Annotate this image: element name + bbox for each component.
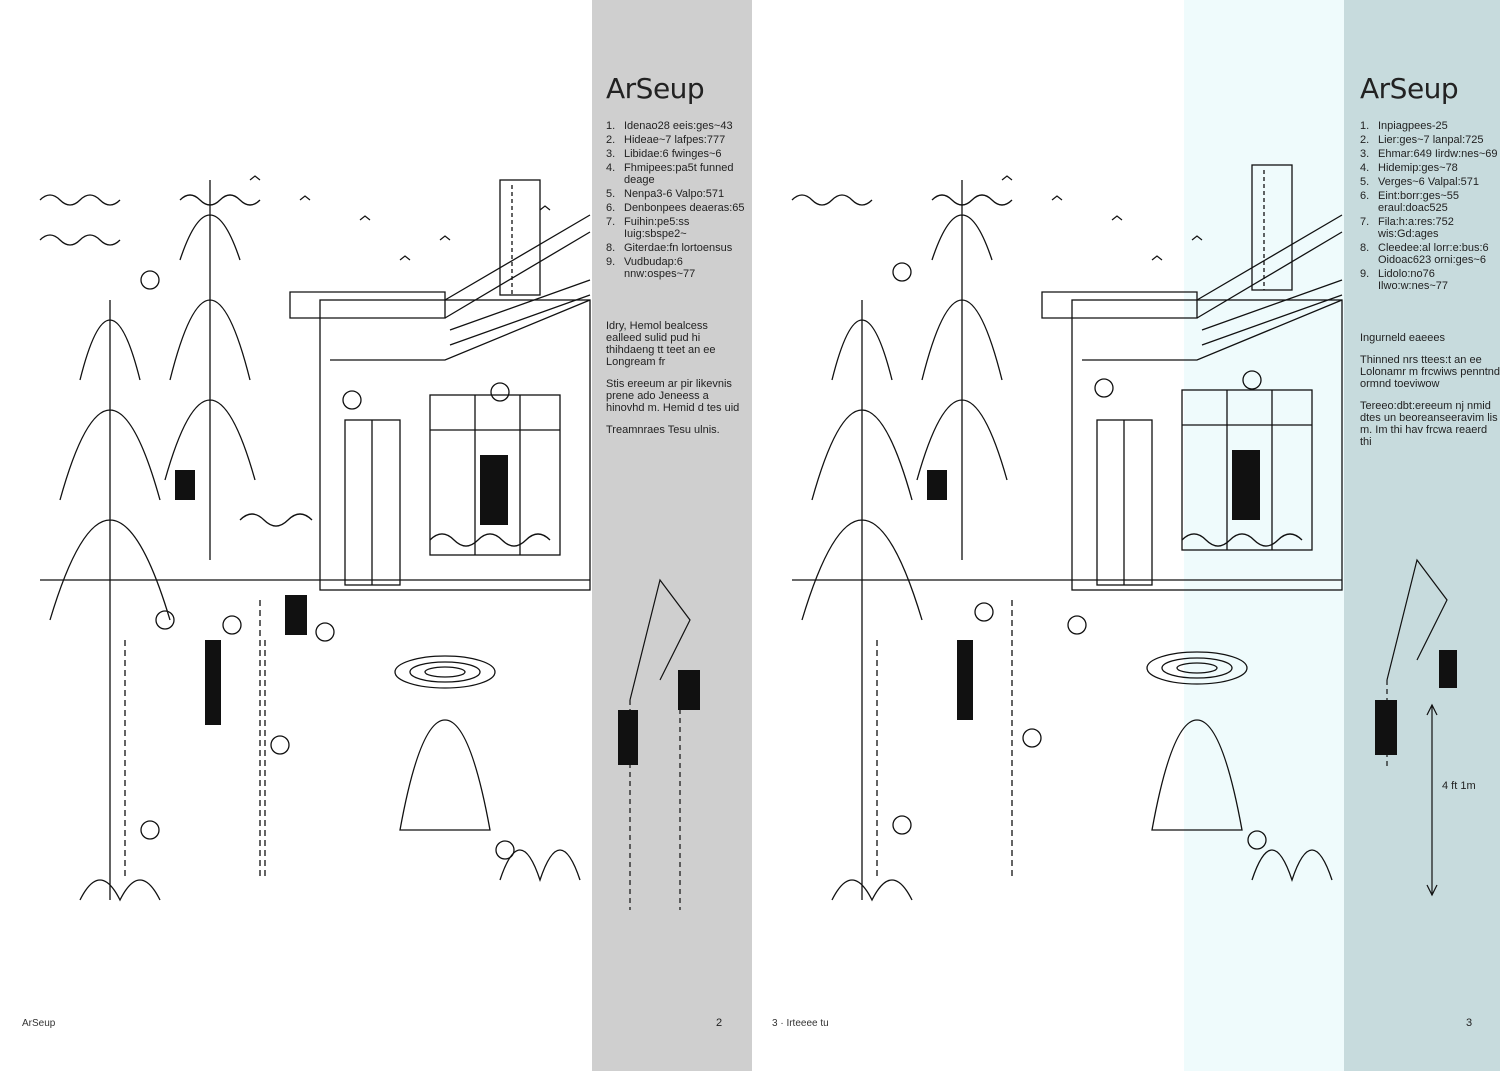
side-diagram bbox=[618, 578, 700, 910]
shrub bbox=[399, 719, 491, 831]
body-paragraph: Idry, Hemol bealcess ealleed sulid pud h… bbox=[606, 320, 716, 368]
roof bbox=[1041, 291, 1198, 319]
page-number: 2 bbox=[716, 1017, 723, 1029]
bird-flock bbox=[249, 175, 551, 261]
folio: 3 · Irteeee tu bbox=[772, 1018, 829, 1029]
house-wall bbox=[319, 299, 591, 591]
side-diagram bbox=[1375, 558, 1457, 897]
bird-flock bbox=[1001, 175, 1203, 261]
list-item: 4.Fhmipees:pa5t funned deage bbox=[606, 162, 734, 186]
list-item: 7.Fila:h:a:res:752 wis:Gd:ages bbox=[1360, 216, 1454, 240]
sidebar-title: ArSeup bbox=[1360, 72, 1459, 105]
list-item: 8.Cleedee:al lorr:e:bus:6 Oidoac623 orni… bbox=[1360, 242, 1489, 266]
list-item: 3.Libidae:6 fwinges~6 bbox=[606, 148, 722, 160]
chimney bbox=[499, 179, 541, 296]
tree-left bbox=[49, 300, 171, 900]
tree-left bbox=[801, 300, 923, 900]
roof bbox=[289, 291, 446, 319]
sidebar-band bbox=[592, 0, 752, 1071]
sidebar-body: Idry, Hemol bealcess ealleed sulid pud h… bbox=[606, 320, 746, 436]
body-paragraph: Thinned nrs ttees:t an ee Lolonamr m frc… bbox=[1360, 354, 1500, 390]
plant-list: 1.Inpiagpees-25 2.Lier:ges~7 lanpal:725 … bbox=[1360, 120, 1500, 292]
garden-illustration bbox=[39, 175, 591, 902]
list-item: 6.Denbonpees deaeras:65 bbox=[606, 202, 745, 214]
plant-list: 1.Idenao28 eeis:ges~43 2.Hideae~7 lafpes… bbox=[606, 120, 746, 280]
list-item: 1.Inpiagpees-25 bbox=[1360, 120, 1448, 132]
folio: ArSeup bbox=[22, 1018, 56, 1029]
list-item: 9.Lidolo:no76 Ilwo:w:nes~77 bbox=[1360, 268, 1449, 292]
sidebar-band bbox=[1344, 0, 1500, 1071]
list-item: 2.Hideae~7 lafpes:777 bbox=[606, 134, 726, 146]
right-page: ArSeup 1.Inpiagpees-25 2.Lier:ges~7 lanp… bbox=[752, 0, 1500, 1071]
list-item: 9.Vudbudap:6 nnw:ospes~77 bbox=[606, 256, 696, 280]
body-paragraph: Ingurneld eaeees bbox=[1360, 332, 1446, 344]
page-number: 3 bbox=[1466, 1017, 1473, 1029]
garden-illustration bbox=[791, 164, 1343, 902]
list-item: 2.Lier:ges~7 lanpal:725 bbox=[1360, 134, 1484, 146]
left-page: ArSeup 1.Idenao28 eeis:ges~43 2.Hideae~7… bbox=[22, 0, 752, 1071]
left-sidebar: ArSeup 1.Idenao28 eeis:ges~43 2.Hideae~7… bbox=[606, 60, 746, 446]
birdbath bbox=[394, 655, 496, 689]
sidebar-title: ArSeup bbox=[606, 72, 705, 105]
body-paragraph: Stis ereeum ar pir likevnis prene ado Je… bbox=[606, 378, 740, 414]
list-item: 1.Idenao28 eeis:ges~43 bbox=[606, 120, 733, 132]
right-sidebar: ArSeup 1.Inpiagpees-25 2.Lier:ges~7 lanp… bbox=[1360, 60, 1500, 458]
shrub bbox=[1151, 719, 1243, 831]
birdbath bbox=[1146, 651, 1248, 685]
window bbox=[1181, 389, 1313, 551]
body-paragraph: Tereeo:dbt:ereeum nj nmid dtes un beorea… bbox=[1360, 400, 1498, 448]
list-item: 5.Nenpa3-6 Valpo:571 bbox=[606, 188, 725, 200]
list-item: 6.Eint:borr:ges~55 eraul:doac525 bbox=[1360, 190, 1460, 214]
window bbox=[429, 394, 561, 556]
list-item: 4.Hidemip:ges~78 bbox=[1360, 162, 1458, 174]
list-item: 5.Verges~6 Valpal:571 bbox=[1360, 176, 1480, 188]
chimney bbox=[1251, 164, 1293, 291]
sidebar-body: Ingurneld eaeees Thinned nrs ttees:t an … bbox=[1360, 332, 1500, 448]
list-item: 8.Giterdae:fn lortoensus bbox=[606, 242, 733, 254]
list-item: 7.Fuihin:pe5:ss Iuig:sbspe2~ bbox=[606, 216, 690, 240]
house-wall bbox=[1071, 299, 1343, 591]
body-paragraph: Treamnraes Tesu ulnis. bbox=[606, 424, 720, 436]
list-item: 3.Ehmar:649 Iirdw:nes~69 bbox=[1360, 148, 1498, 160]
dimension-label: 4 ft 1m bbox=[1442, 780, 1476, 792]
